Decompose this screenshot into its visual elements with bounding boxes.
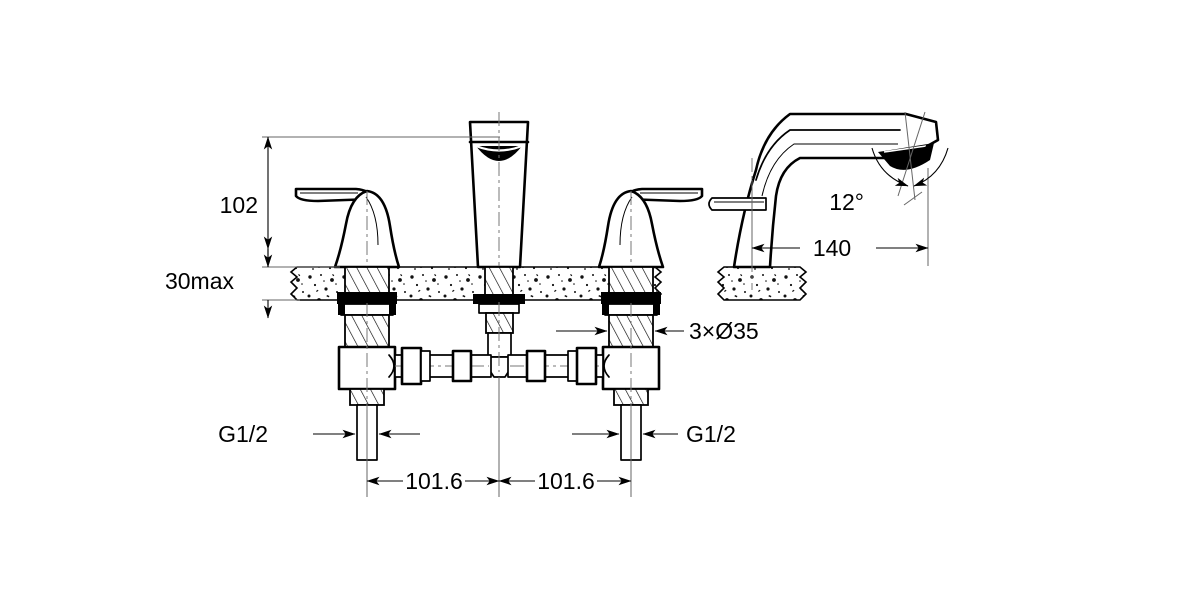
dimension-label-140: 140 <box>813 235 851 261</box>
dimension-deck-30max: 30max <box>165 236 300 319</box>
countertop-side <box>716 266 808 301</box>
handle-left <box>294 187 401 269</box>
supply-tee-assembly <box>388 346 610 386</box>
dimension-height-102: 102 <box>220 136 500 268</box>
dimension-label-3x35: 3×Ø35 <box>689 318 759 344</box>
dimension-label-12deg: 12° <box>829 189 864 215</box>
dimension-inlet-right: G1/2 <box>572 421 736 447</box>
valve-shank-right <box>601 266 661 470</box>
dimension-angle-12: 12° <box>829 111 949 215</box>
dimension-label-30max: 30max <box>165 268 235 294</box>
dimension-label-101-6-right: 101.6 <box>537 468 595 494</box>
dimension-label-g12-left: G1/2 <box>218 421 268 447</box>
dimension-inlet-left: G1/2 <box>218 421 420 447</box>
dimension-label-101-6-left: 101.6 <box>405 468 463 494</box>
spout-side-view <box>708 112 940 290</box>
dimension-label-g12-right: G1/2 <box>686 421 736 447</box>
dimension-label-102: 102 <box>220 192 258 218</box>
dimension-hole-3x35: 3×Ø35 <box>556 318 759 344</box>
dimension-spout-reach-140: 140 <box>751 168 929 266</box>
dimension-spacing-right: 101.6 <box>498 410 632 497</box>
dimension-spacing-left: 101.6 <box>366 377 500 497</box>
spout-column-front <box>468 112 530 269</box>
handle-right <box>597 187 704 269</box>
